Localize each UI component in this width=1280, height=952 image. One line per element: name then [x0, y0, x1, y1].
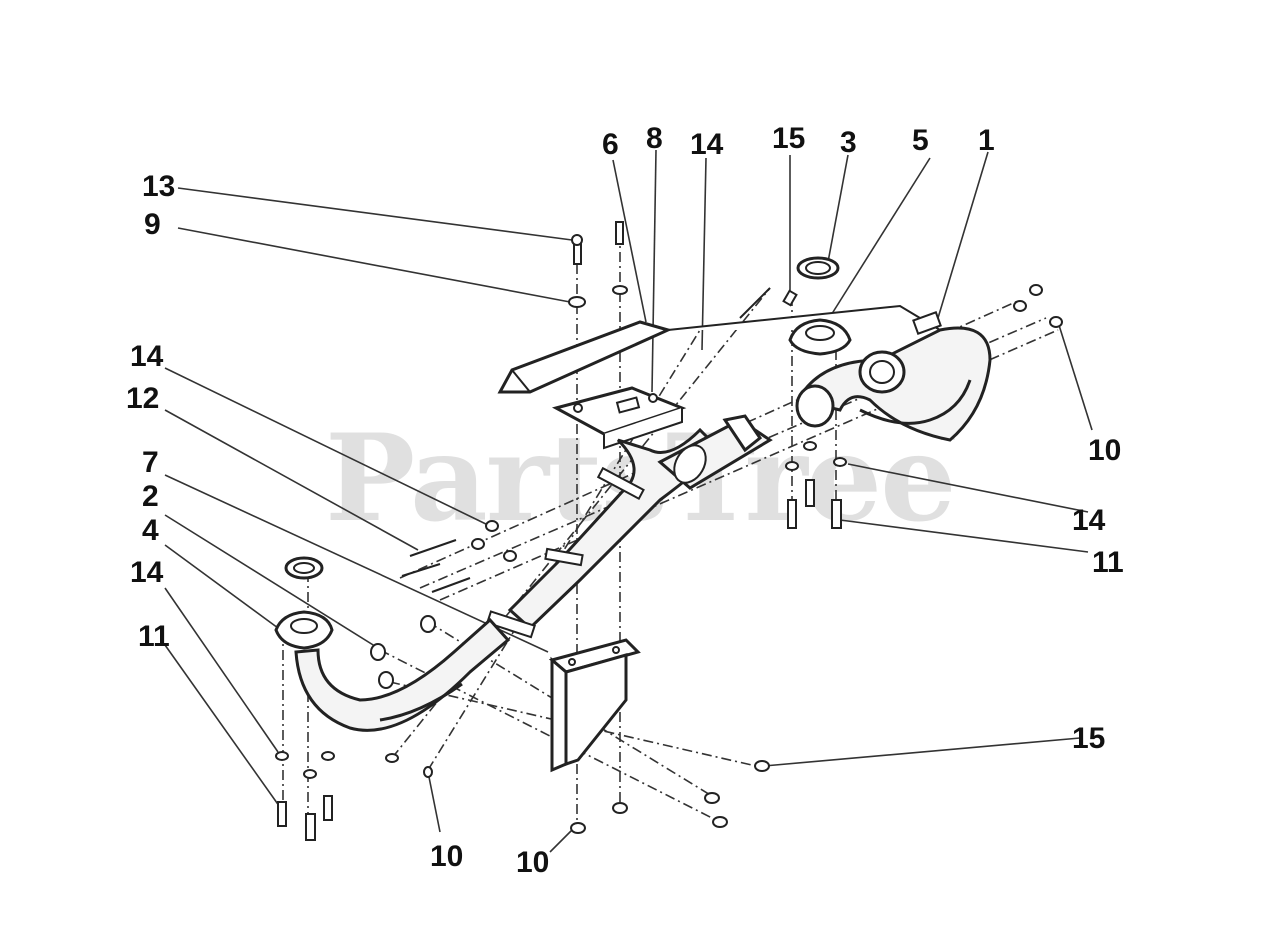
fasteners: [275, 221, 1063, 841]
callout-15-right: 15: [1072, 722, 1105, 755]
callout-10-bottom: 10: [516, 846, 549, 879]
callout-11-left: 11: [138, 620, 170, 653]
callout-5: 5: [912, 124, 929, 157]
callout-14-left: 14: [130, 340, 164, 373]
callout-10-right: 10: [1088, 434, 1121, 467]
callout-13: 13: [142, 170, 175, 203]
callout-14-right: 14: [1072, 504, 1106, 537]
callout-12: 12: [126, 382, 159, 415]
callout-14-top: 14: [690, 128, 724, 161]
y-pipe: [507, 427, 723, 631]
right-pipe-mouth: [795, 384, 835, 428]
callout-3: 3: [840, 126, 857, 159]
callout-10-bottom-left: 10: [430, 840, 463, 873]
callout-1: 1: [978, 124, 995, 157]
parts: [274, 221, 1063, 841]
heat-shield: [497, 320, 673, 394]
left-pipe: [294, 617, 511, 732]
pipe-flange-upper: [722, 414, 763, 453]
callout-11-right: 11: [1092, 546, 1124, 579]
callout-9: 9: [144, 208, 161, 241]
callout-6: 6: [602, 128, 619, 161]
leader-lines: [164, 149, 1093, 853]
callout-4: 4: [142, 514, 159, 547]
callout-15-top: 15: [772, 122, 805, 155]
callout-7: 7: [142, 446, 159, 479]
callout-labels: 1 3 5 15 14 8 6 13 9 14 12 7 2 4 14 11 1…: [126, 122, 1124, 879]
callout-2: 2: [142, 480, 159, 513]
callout-8: 8: [646, 122, 663, 155]
callout-14-lower: 14: [130, 556, 164, 589]
